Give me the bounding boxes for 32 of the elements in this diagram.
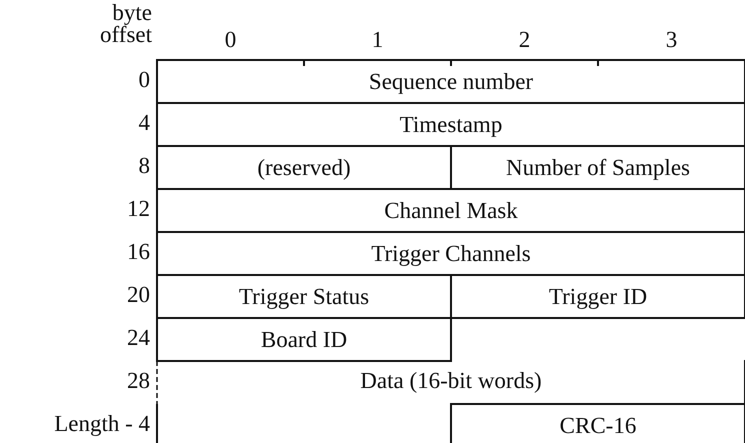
field-label: Channel Mask: [384, 198, 518, 224]
row-offset: 4: [138, 111, 150, 136]
field-label: CRC-16: [560, 412, 636, 438]
row-offset: 24: [127, 326, 150, 350]
field-box: [156, 102, 745, 147]
column-number: 3: [664, 28, 678, 52]
row-offset: 12: [127, 197, 150, 222]
field-box: [156, 317, 452, 362]
field-box: [450, 274, 745, 319]
field-label: Timestamp: [400, 112, 502, 138]
field-label: Board ID: [260, 326, 348, 352]
field-label: Trigger ID: [548, 284, 648, 310]
field-box: [156, 231, 745, 276]
field-box: [156, 188, 745, 233]
field-label: Trigger Channels: [371, 240, 531, 266]
column-number: 1: [370, 28, 384, 52]
field-label: Sequence number: [368, 68, 534, 94]
row-offset: 16: [127, 240, 150, 264]
field-label: (reserved): [257, 154, 351, 180]
row-offset: 28: [127, 369, 150, 394]
field-label: Trigger Status: [238, 284, 370, 310]
axis-title: byte offset: [99, 2, 152, 46]
row-offset: 0: [138, 68, 150, 92]
column-number: 0: [224, 28, 238, 52]
field-label: Number of Samples: [506, 154, 690, 180]
column-number: 2: [518, 28, 532, 52]
row-offset: Length - 4: [54, 412, 150, 436]
row-offset: 20: [127, 283, 150, 308]
row-offset: 8: [138, 154, 150, 178]
field-box: [156, 59, 745, 104]
data-region: [156, 360, 745, 443]
field-label: Data (16-bit words): [359, 368, 543, 394]
